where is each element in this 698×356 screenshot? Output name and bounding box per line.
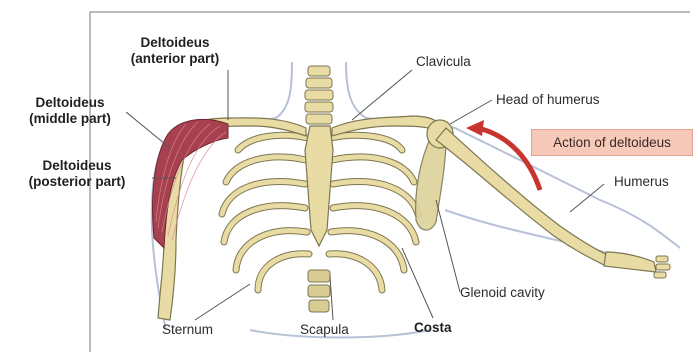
clavicula-label: Clavicula bbox=[416, 54, 471, 70]
deltoid-middle-label: Deltoideus (middle part) bbox=[15, 95, 125, 127]
deltoid-anterior-label-line1: Deltoideus bbox=[120, 35, 230, 51]
humerus-label: Humerus bbox=[614, 174, 669, 190]
deltoid-posterior-label: Deltoideus (posterior part) bbox=[2, 158, 152, 190]
cervical-spine bbox=[305, 66, 333, 124]
sternum-label: Sternum bbox=[162, 322, 213, 338]
head-of-humerus-label: Head of humerus bbox=[496, 92, 600, 108]
costa-label: Costa bbox=[414, 320, 452, 336]
scapula-label: Scapula bbox=[300, 322, 349, 338]
action-arrow-head bbox=[466, 120, 484, 136]
thoracic-spine bbox=[308, 270, 330, 312]
deltoid-anterior-label-line2: (anterior part) bbox=[120, 51, 230, 67]
deltoid-posterior-label-line2: (posterior part) bbox=[2, 174, 152, 190]
deltoid-middle-label-line1: Deltoideus bbox=[15, 95, 125, 111]
forearm-bones bbox=[604, 252, 656, 272]
deltoid-muscle bbox=[153, 119, 228, 248]
action-of-deltoideus-label: Action of deltoideus bbox=[531, 129, 693, 156]
hand-bones bbox=[654, 256, 670, 278]
sternum-bone bbox=[305, 126, 333, 246]
deltoid-posterior-label-line1: Deltoideus bbox=[2, 158, 152, 174]
deltoid-middle-label-line2: (middle part) bbox=[15, 111, 125, 127]
glenoid-cavity-label: Glenoid cavity bbox=[460, 285, 545, 301]
deltoid-anterior-label: Deltoideus (anterior part) bbox=[120, 35, 230, 67]
